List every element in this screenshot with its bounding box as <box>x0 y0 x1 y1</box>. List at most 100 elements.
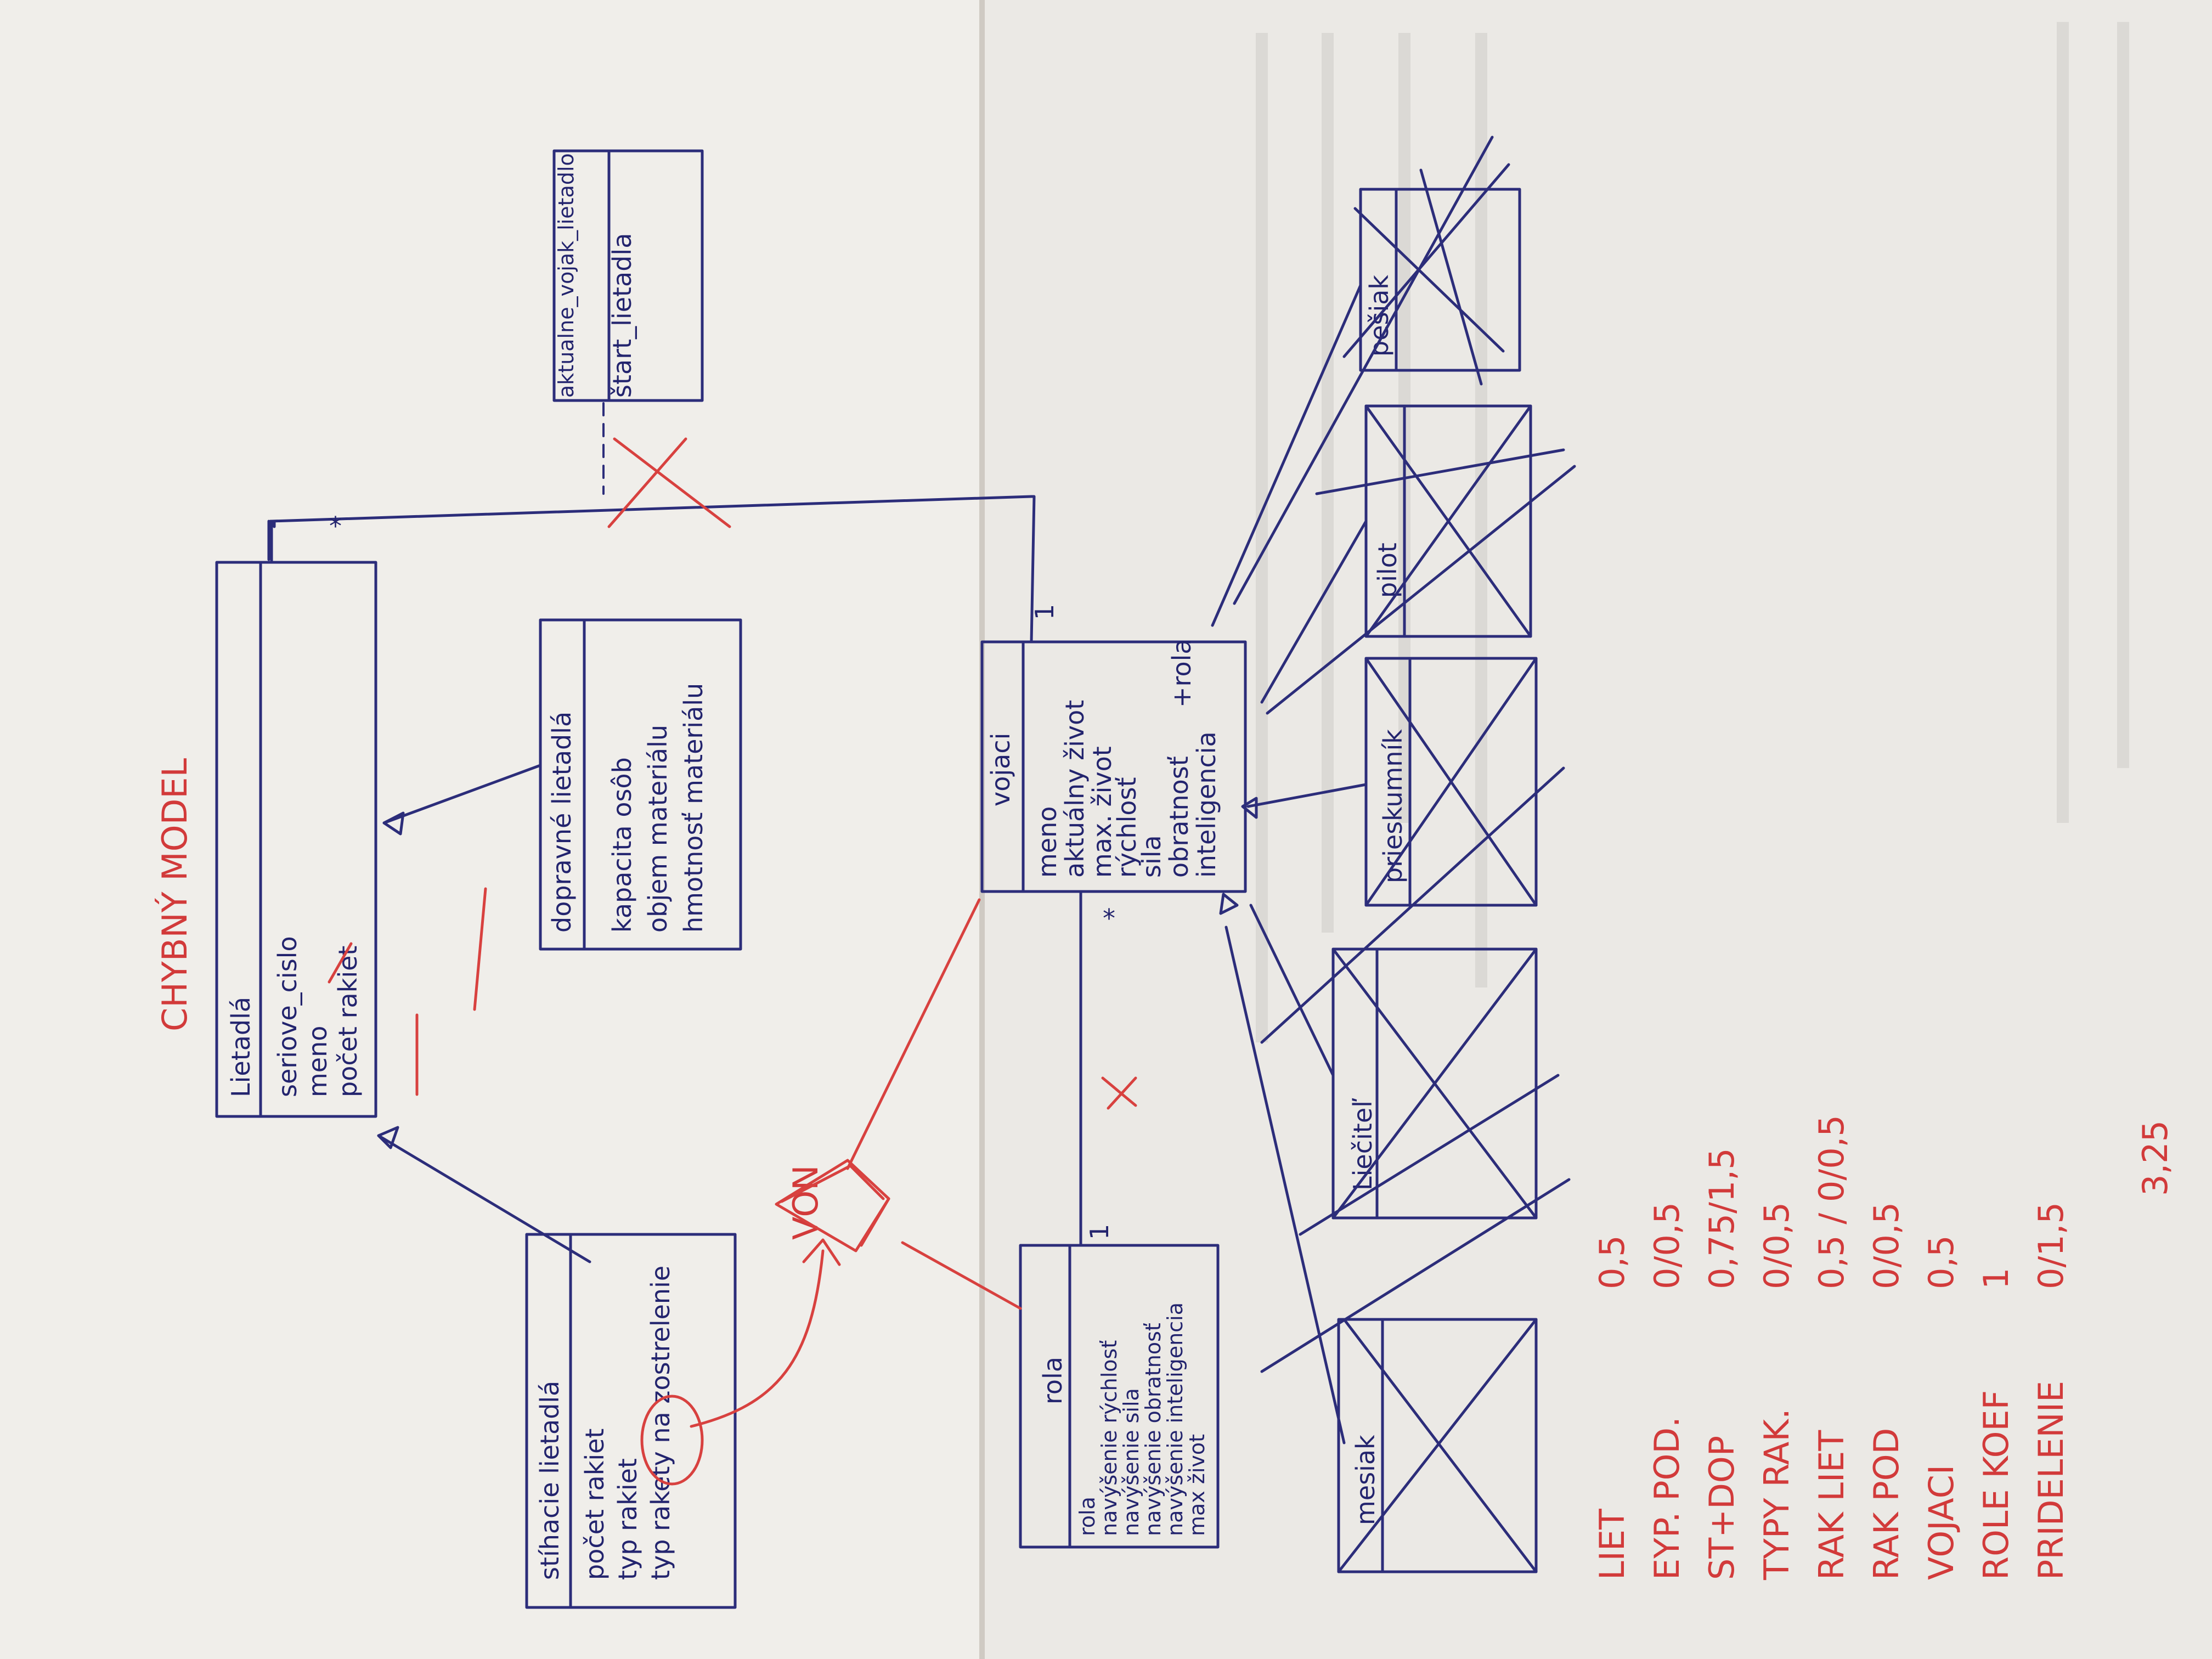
subclass-name: mesiak <box>1351 1435 1380 1525</box>
mult-vojaci-star: * <box>1103 904 1115 933</box>
grade-score: 0,5 / 0/0,5 <box>1812 1115 1852 1289</box>
grade-label: ST+DOP <box>1702 1436 1742 1580</box>
cross-out <box>1353 207 1505 353</box>
class-vojaci-attr: rýchlosť <box>1112 777 1142 878</box>
class-aktualne-name: aktualne_vojak_lietadlo <box>554 153 578 398</box>
grade-label: RAK POD <box>1866 1428 1906 1580</box>
inherit-subclass-line <box>1211 284 1362 627</box>
subclass-prieskumnik: prieskumník <box>1364 657 1538 907</box>
grade-score: 0,5 <box>1921 1235 1961 1289</box>
grade-label: RAK LIET <box>1812 1430 1852 1580</box>
red-diamond-trace <box>860 1197 890 1247</box>
subclass-name: Liečiteľ <box>1348 1098 1378 1190</box>
class-lietadla: Lietadlá seriove_cislo meno počet rakiet <box>215 561 377 1118</box>
subclass-box <box>1337 1318 1538 1573</box>
class-aktualne: aktualne_vojak_lietadlo štart_lietadla <box>552 149 704 402</box>
von-arrow-line <box>690 1249 825 1428</box>
von-arrow-head <box>802 1238 841 1266</box>
inherit-stihacie-head <box>377 1126 399 1149</box>
cross-out <box>1364 657 1538 907</box>
grade-label: EYP. POD. <box>1647 1417 1687 1580</box>
inherit-dopravne-line <box>382 764 542 825</box>
class-stihacie-box <box>525 1233 737 1609</box>
class-dopravne-box <box>539 618 742 951</box>
subclass-name: prieskumník <box>1378 729 1408 883</box>
class-rola-attr: rola <box>1075 1497 1099 1536</box>
cross-out <box>1331 947 1538 1220</box>
grade-label: VOJACI <box>1921 1465 1961 1580</box>
strike-assoc-class <box>607 437 687 528</box>
class-rola: rola rola navýšenie rýchlosť navýšenie s… <box>1019 1244 1220 1549</box>
subclass-mesiak: mesiak <box>1337 1318 1538 1573</box>
grade-score: 0/0,5 <box>1866 1202 1906 1289</box>
cross-out <box>1299 1074 1560 1236</box>
class-lietadla-name: Lietadlá <box>226 997 256 1097</box>
grade-label: TYPY RAK. <box>1757 1408 1797 1581</box>
class-rola-attr: max život <box>1185 1434 1209 1536</box>
class-stihacie-attr: typ rakety na zostrelenie <box>646 1266 675 1580</box>
strike-pocet-rakiet <box>328 942 353 984</box>
inherit-subclass-line <box>1246 783 1368 808</box>
inherit-head <box>1219 893 1239 915</box>
class-lietadla-box <box>215 561 377 1118</box>
class-rola-box <box>1019 1244 1220 1549</box>
class-vojaci: vojaci meno aktuálny život max. život rý… <box>980 639 1247 893</box>
circle-typ-rakety <box>640 1395 704 1486</box>
title-group: CHYBNÝ MODEL <box>155 758 195 1031</box>
subclass-name: pilot <box>1373 543 1402 598</box>
strike-assoc-class <box>613 437 731 528</box>
subclass-box <box>1364 657 1538 907</box>
red-line-diamond-vojaci <box>846 898 981 1170</box>
grade-score: 0/1,5 <box>2031 1202 2071 1289</box>
assoc-lietadla-vojaci <box>270 495 1036 644</box>
cross-stroke <box>1233 136 1494 605</box>
class-vojaci-attr: aktuálny život <box>1060 700 1090 878</box>
grade-label: PRIDELENIE <box>2031 1381 2071 1580</box>
grade-label: LIET <box>1592 1508 1632 1580</box>
red-mark <box>473 887 487 1011</box>
class-vojaci-attr: obratnosť <box>1164 756 1194 878</box>
class-lietadla-attr: meno <box>303 1026 332 1097</box>
class-rola-attr: navýšenie inteligencia <box>1163 1302 1187 1536</box>
class-rola-attr: navýšenie obratnosť <box>1141 1323 1165 1536</box>
cross-stroke <box>1266 465 1576 715</box>
class-vojaci-attr: sila <box>1137 835 1166 878</box>
cross-out <box>1364 404 1532 638</box>
class-aktualne-box <box>552 149 704 402</box>
subclass-box <box>1331 947 1538 1220</box>
grade-score: 0,5 <box>1592 1235 1632 1289</box>
class-vojaci-attr: inteligencia <box>1192 731 1221 878</box>
class-dopravne-name: dopravné lietadlá <box>547 712 577 933</box>
mult-rola-one: 1 <box>1085 1224 1114 1240</box>
class-dopravne-attr: objem materiálu <box>643 725 673 933</box>
class-stihacie-attr: počet rakiet <box>580 1429 610 1580</box>
class-dopravne-attr: hmotnosť materiálu <box>679 683 708 933</box>
inherit-subclass-line <box>1249 904 1335 1077</box>
grading-notes: LIET 0,5 EYP. POD. 0/0,5 ST+DOP 0,75/1,5… <box>1592 1115 2175 1581</box>
strike-assoc <box>1101 1076 1137 1107</box>
class-vojaci-extra: +rola <box>1167 639 1197 708</box>
left-page <box>0 0 982 1659</box>
class-stihacie: stíhacie lietadlá počet rakiet typ rakie… <box>525 1233 737 1609</box>
cross-out <box>1419 168 1483 386</box>
red-line-diamond-rola <box>901 1241 1022 1310</box>
subclass-pilot: pilot <box>1315 404 1565 638</box>
class-aktualne-attr: štart_lietadla <box>607 233 637 398</box>
inherit-subclass-line <box>1260 520 1368 704</box>
inherit-dopravne-head <box>382 811 405 836</box>
mult-lietadla-star: * <box>329 511 342 541</box>
class-stihacie-name: stíhacie lietadlá <box>535 1381 565 1580</box>
grade-label: ROLE KOEF <box>1976 1390 2016 1580</box>
cross-out <box>1315 448 1565 495</box>
class-rola-name: rola <box>1038 1357 1068 1404</box>
subclass-lieciteľ: Liečiteľ <box>1299 947 1560 1236</box>
inherit-head <box>1241 797 1258 819</box>
class-lietadla-attr: seriove_cislo <box>273 936 302 1097</box>
cross-out <box>1342 163 1510 358</box>
mult-vojaci-one: 1 <box>1030 604 1059 620</box>
cross-stroke <box>1260 766 1565 1044</box>
show-through-text <box>1256 22 2129 1042</box>
inherit-subclass-line <box>1224 926 1346 1444</box>
